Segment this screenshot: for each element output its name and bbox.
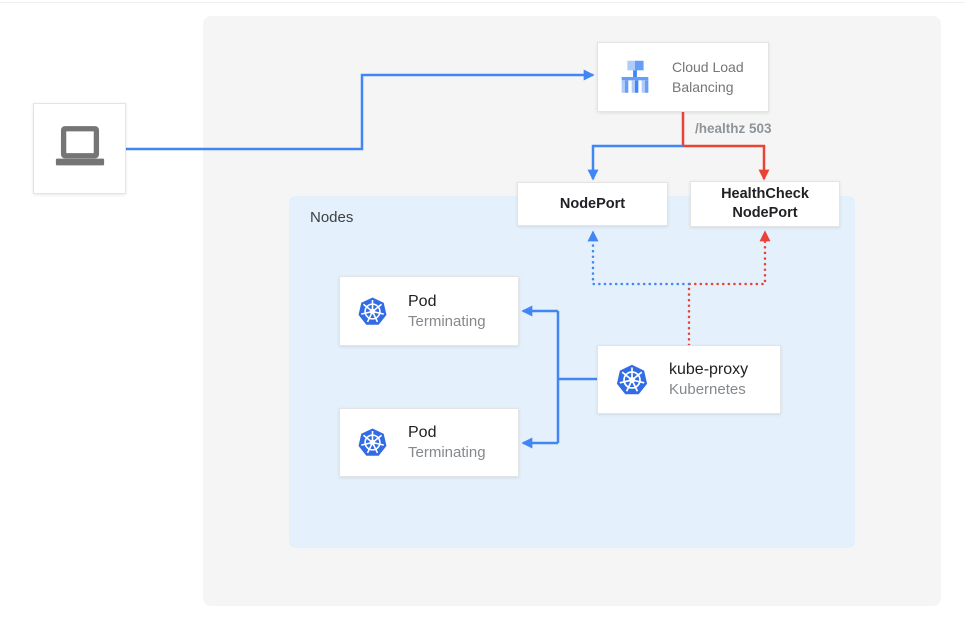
nodeport-label: NodePort: [559, 195, 626, 212]
client-to-loadbalancer-arrow: [126, 69, 595, 151]
pod-1-title: Pod: [408, 292, 437, 310]
kubernetes-icon: [616, 364, 648, 394]
loadbalancer-to-nodeport-arrow: [587, 144, 683, 181]
healthcheck-nodeport-node: HealthCheck NodePort: [690, 181, 840, 227]
pod-node-1: Pod Terminating: [339, 276, 519, 346]
cloud-load-balancing-icon: [621, 60, 649, 93]
kubernetes-icon: [358, 428, 387, 456]
kube-proxy-text: kube-proxy Kubernetes: [669, 359, 748, 400]
pod-2-status: Terminating: [408, 444, 486, 461]
kube-proxy-node: kube-proxy Kubernetes: [597, 345, 781, 414]
pod-1-text: Pod Terminating: [408, 291, 486, 332]
cloud-load-balancing-label: Cloud Load Balancing: [672, 59, 744, 95]
kubeproxy-to-nodeport-dotted-arrow: [587, 230, 691, 286]
pod-node-2: Pod Terminating: [339, 408, 519, 477]
nodes-group-label: Nodes: [310, 209, 354, 226]
kubernetes-icon: [358, 296, 387, 325]
cloud-load-balancing-node: Cloud Load Balancing: [597, 42, 769, 112]
pod-2-title: Pod: [408, 424, 437, 441]
top-divider: [0, 2, 965, 3]
kubeproxy-to-pods-trunk: [556, 311, 597, 443]
kube-proxy-subtitle: Kubernetes: [669, 381, 746, 398]
pod-2-text: Pod Terminating: [408, 422, 486, 463]
healthz-503-edge-label: /healthz 503: [695, 121, 772, 136]
client-node: [33, 103, 126, 194]
nodeport-node: NodePort: [517, 182, 668, 226]
kube-proxy-title: kube-proxy: [669, 361, 749, 378]
laptop-icon: [55, 125, 104, 165]
pod-1-status: Terminating: [408, 312, 486, 330]
kubeproxy-to-healthchecknodeport-dotted-arrow: [687, 230, 771, 347]
loadbalancer-to-healthcheck-arrow: [681, 112, 770, 181]
healthcheck-nodeport-label: HealthCheck NodePort: [721, 186, 809, 221]
